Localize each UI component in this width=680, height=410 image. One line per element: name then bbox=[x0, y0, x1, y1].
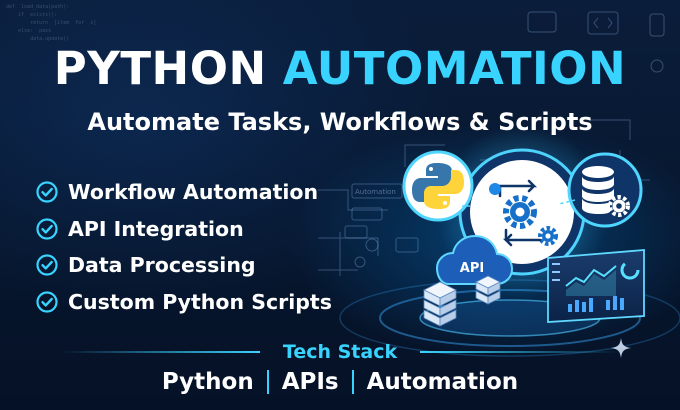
headline-word-automation: AUTOMATION bbox=[282, 42, 627, 95]
feature-list: Workflow Automation API Integration Data… bbox=[36, 174, 332, 320]
headline: PYTHON AUTOMATION bbox=[0, 44, 680, 94]
database-icon bbox=[567, 152, 643, 228]
cloud-api-icon: API bbox=[435, 234, 514, 285]
tech-item-python: Python bbox=[161, 369, 254, 395]
subtitle: Automate Tasks, Workflows & Scripts bbox=[87, 108, 593, 136]
tech-item-automation: Automation bbox=[366, 369, 519, 395]
check-circle-icon bbox=[36, 291, 58, 313]
feature-item: Custom Python Scripts bbox=[36, 284, 332, 321]
separator bbox=[351, 370, 354, 394]
check-circle-icon bbox=[36, 218, 58, 240]
feature-label: Custom Python Scripts bbox=[68, 289, 332, 314]
headline-word-python: PYTHON bbox=[53, 42, 267, 95]
tech-stack-title: Tech Stack bbox=[282, 341, 398, 363]
dashboard-icon bbox=[547, 249, 645, 323]
check-circle-icon bbox=[36, 254, 58, 276]
tech-item-apis: APIs bbox=[281, 369, 339, 395]
check-circle-icon bbox=[36, 181, 58, 203]
separator bbox=[266, 370, 269, 394]
feature-label: API Integration bbox=[68, 216, 244, 241]
feature-item: Data Processing bbox=[36, 247, 332, 284]
feature-item: Workflow Automation bbox=[36, 174, 332, 211]
feature-label: Data Processing bbox=[68, 253, 256, 278]
divider-line bbox=[60, 351, 260, 353]
feature-item: API Integration bbox=[36, 211, 332, 248]
divider-line bbox=[420, 351, 620, 353]
tech-stack-items: Python APIs Automation bbox=[0, 366, 680, 398]
feature-label: Workflow Automation bbox=[68, 180, 319, 205]
api-label: API bbox=[460, 261, 484, 276]
sparkle-icon bbox=[611, 338, 631, 358]
diagram-label: Automation bbox=[355, 188, 396, 196]
code-texture: def load_data(path): if exists(): return… bbox=[6, 4, 97, 42]
tech-stack-header: Tech Stack bbox=[0, 339, 680, 365]
gear-cycle-icon bbox=[489, 179, 558, 247]
python-logo-icon bbox=[402, 150, 474, 222]
server-stack-icon bbox=[423, 275, 501, 327]
